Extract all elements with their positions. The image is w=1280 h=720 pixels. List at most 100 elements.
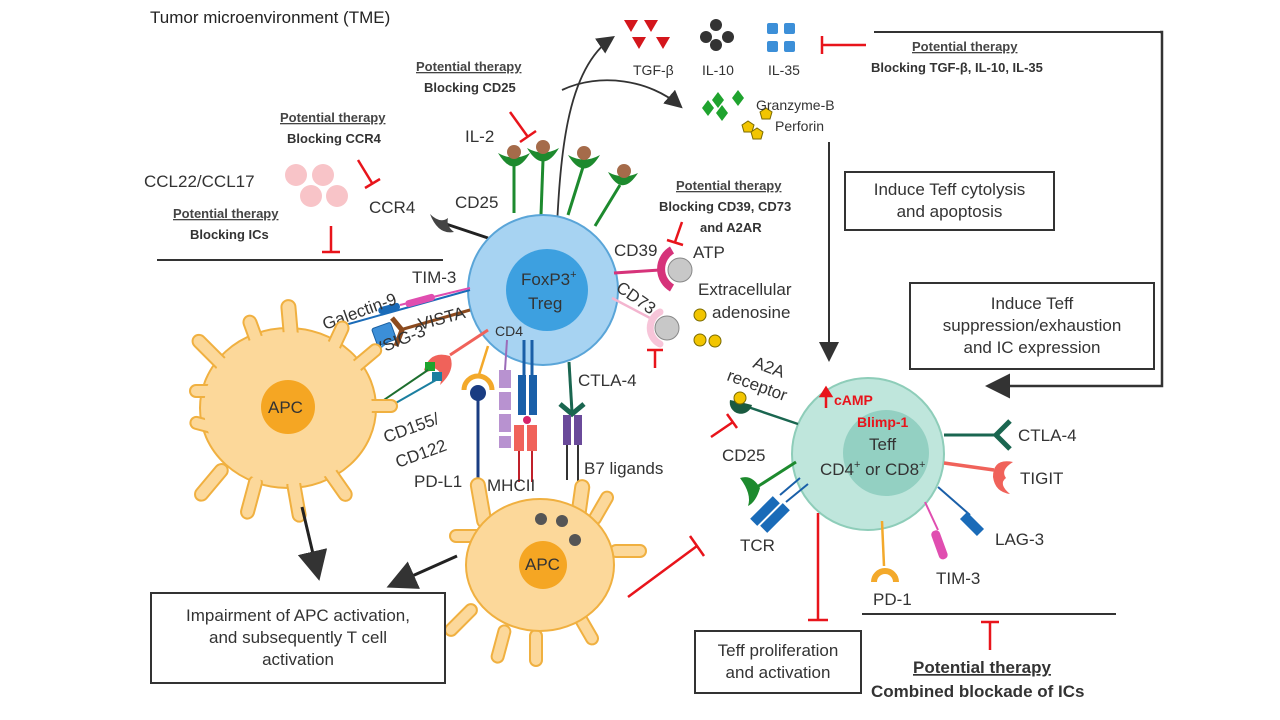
a2a-inhibit-icon <box>710 413 739 439</box>
cd25-inhibit-icon <box>508 111 537 144</box>
ccr4-receptor <box>430 214 489 240</box>
cd73-inhibit-icon <box>647 348 663 368</box>
apc-teff-inhibit-icon <box>627 535 706 599</box>
suppression-connector <box>985 30 1164 399</box>
box-proliferation-line: Teff proliferation <box>717 641 839 660</box>
treg-cell <box>467 214 619 366</box>
ctla4-teff-label: CTLA-4 <box>1018 426 1077 445</box>
pd1-label: PD-1 <box>873 590 912 609</box>
a2a-receptor <box>729 391 799 426</box>
cd25-receptors <box>498 140 638 227</box>
tcr-label: TCR <box>740 536 775 555</box>
therapy-combined-text: Combined blockade of ICs <box>871 682 1084 701</box>
box-impairment-line: Impairment of APC activation, <box>186 606 410 625</box>
tim3-treg-label: TIM-3 <box>412 268 456 287</box>
tgfb-icon <box>624 20 670 49</box>
vista-label: VISTA <box>416 303 468 334</box>
pdl1-label: PD-L1 <box>414 472 462 491</box>
box-impairment-line: and subsequently T cell <box>209 628 387 647</box>
perforin-label: Perforin <box>775 118 824 134</box>
ccr4-label: CCR4 <box>369 198 415 217</box>
lag3-receptor <box>937 486 985 537</box>
blimp1-label: Blimp-1 <box>857 414 909 430</box>
therapy-ics-text: Blocking ICs <box>190 227 269 242</box>
diagram-title: Tumor microenvironment (TME) <box>150 8 391 27</box>
box-cytolysis-line: Induce Teff cytolysis <box>873 180 1026 199</box>
cd25-receptor <box>498 145 530 213</box>
apc-left-label: APC <box>268 398 303 417</box>
therapy-ccr4-text: Blocking CCR4 <box>287 131 382 146</box>
therapy-cd39-text1: Blocking CD39, CD73 <box>659 199 791 214</box>
tigit-label: TIGIT <box>1020 469 1063 488</box>
granzyme-label: Granzyme-B <box>756 97 835 113</box>
adenosine-label: adenosine <box>712 303 790 322</box>
pdl1-pd1-pair <box>461 345 495 485</box>
il2-label: IL-2 <box>465 127 494 146</box>
apc-left-arrow <box>297 506 328 581</box>
lag3-label: LAG-3 <box>995 530 1044 549</box>
box-proliferation-line: and activation <box>725 663 831 682</box>
secretion-arrow-granzyme <box>561 79 683 109</box>
secretion-arrow-cytokines <box>555 35 615 246</box>
tigit-teff-receptor <box>943 461 1013 494</box>
ics-inhibit-icon <box>322 226 340 254</box>
treg-cd4-label: CD4 <box>495 323 523 339</box>
il35-label: IL-35 <box>768 62 800 78</box>
cd25-receptor <box>566 146 600 216</box>
extracellular-label: Extracellular <box>698 280 792 299</box>
box-impairment-line: activation <box>262 650 334 669</box>
ccr4-inhibit-icon <box>356 159 381 190</box>
mhcii-label: MHCII <box>487 476 535 495</box>
atp-label: ATP <box>693 243 725 262</box>
cd25-teff-receptor <box>740 460 797 506</box>
cd39-receptor <box>613 246 693 292</box>
therapy-cytokines-text: Blocking TGF-β, IL-10, IL-35 <box>871 60 1043 75</box>
adenosine-icon <box>693 308 722 348</box>
b7-label: B7 ligands <box>584 459 663 478</box>
box-cytolysis-line: and apoptosis <box>896 202 1003 221</box>
apc-bottom-arrow <box>386 554 458 589</box>
apc-left-cell <box>189 299 398 523</box>
therapy-cd25-heading: Potential therapy <box>416 59 522 74</box>
treg-label: Treg <box>528 294 562 313</box>
box-impairment: Impairment of APC activation, and subseq… <box>150 592 446 684</box>
il10-label: IL-10 <box>702 62 734 78</box>
therapy-combined-heading: Potential therapy <box>913 658 1051 677</box>
box-cytolysis: Induce Teff cytolysis and apoptosis <box>844 171 1055 231</box>
cd25-receptor <box>527 140 559 216</box>
cd73-label: CD73 <box>613 278 660 318</box>
tcr-receptor <box>750 477 809 533</box>
cytokine-inhibit-icon <box>820 36 866 54</box>
cd25-teff-label: CD25 <box>722 446 765 465</box>
pd1-receptor <box>871 520 899 583</box>
treg-foxp3-label: FoxP3+ <box>521 269 577 289</box>
apc-bottom-cell <box>444 477 647 667</box>
ccl-label: CCL22/CCL17 <box>144 172 255 191</box>
therapy-ccr4-heading: Potential therapy <box>280 110 386 125</box>
combined-inhibit-icon <box>981 620 999 650</box>
cd25-receptor <box>593 164 638 227</box>
ctla4-b7-pair <box>558 361 586 484</box>
il10-icon <box>700 19 734 51</box>
tim3-teff-label: TIM-3 <box>936 569 980 588</box>
cd39-label: CD39 <box>614 241 657 260</box>
cd25-treg-label: CD25 <box>455 193 498 212</box>
camp-label: cAMP <box>834 392 873 408</box>
cd73-receptor <box>611 296 680 348</box>
cd4-mhcii-pair <box>499 339 537 482</box>
apc-bottom-label: APC <box>525 555 560 574</box>
teff-cell <box>791 377 945 531</box>
therapy-ics-heading: Potential therapy <box>173 206 279 221</box>
box-proliferation: Teff proliferation and activation <box>694 630 862 694</box>
ctla4-teff-receptor <box>944 419 1012 451</box>
teff-subset-label: CD4+ or CD8+ <box>820 459 925 479</box>
box-suppression: Induce Teff suppression/exhaustion and I… <box>909 282 1155 370</box>
box-suppression-line: Induce Teff <box>990 294 1074 313</box>
ctla4-treg-label: CTLA-4 <box>578 371 637 390</box>
box-suppression-line: and IC expression <box>963 338 1101 357</box>
ccl-chemokine-icon <box>285 164 348 207</box>
box-suppression-line: suppression/exhaustion <box>942 316 1122 335</box>
tgfb-label: TGF-β <box>633 62 674 78</box>
